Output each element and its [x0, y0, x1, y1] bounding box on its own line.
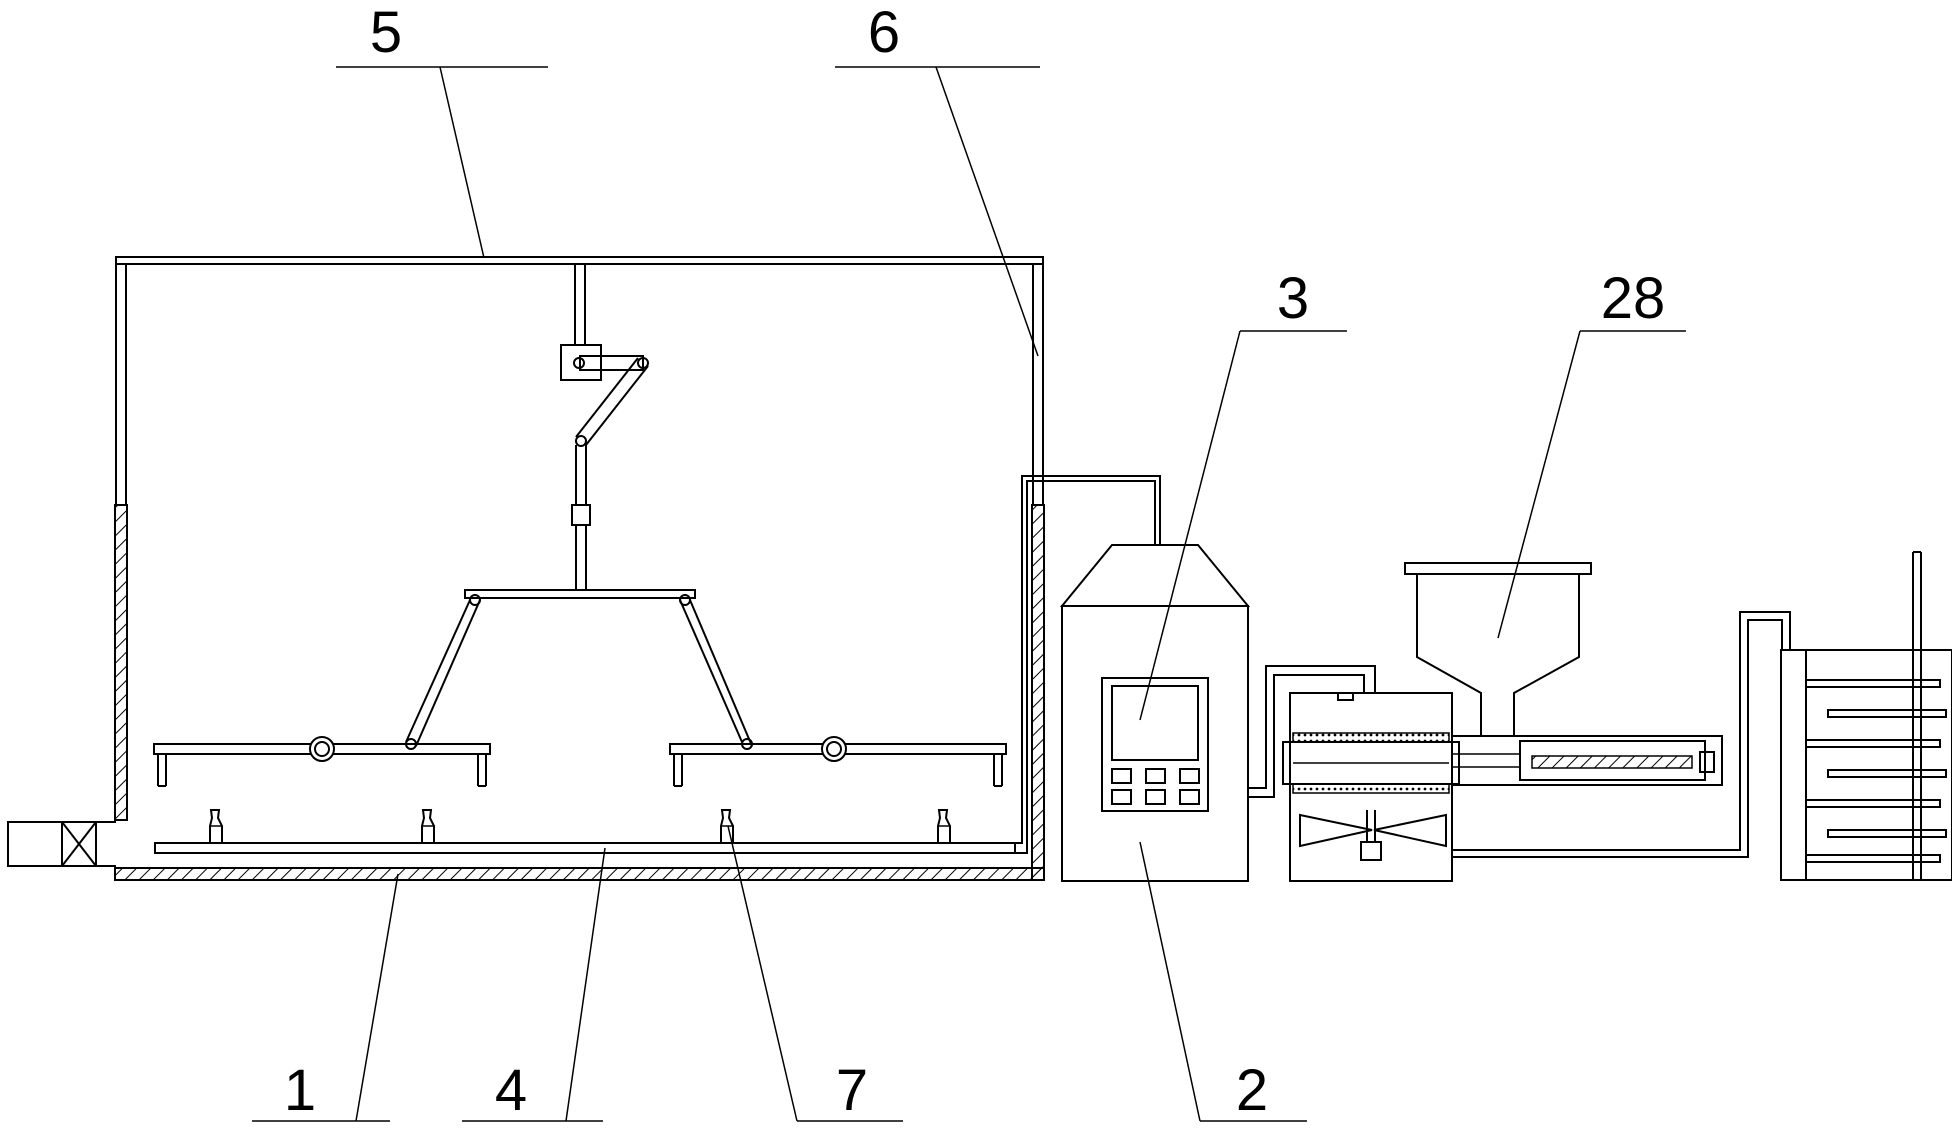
- nozzles: [209, 809, 951, 843]
- screw-shaft: [1531, 755, 1693, 769]
- callout-1: 1: [252, 873, 399, 1123]
- tank-left-wall: [114, 504, 128, 821]
- callout-3: 3: [1139, 266, 1347, 721]
- callout-label: 6: [868, 0, 900, 65]
- callout-label: 28: [1601, 266, 1666, 331]
- callout-2: 2: [1139, 841, 1307, 1123]
- filter-layer-bottom: [1292, 783, 1450, 794]
- callout-label: 3: [1277, 266, 1309, 331]
- callout-label: 2: [1236, 1058, 1268, 1123]
- connecting-pipe: [1248, 665, 1376, 798]
- keypad-button: [1111, 789, 1132, 805]
- left-rack: [153, 736, 491, 787]
- callout-4: 4: [462, 847, 606, 1123]
- keypad-button: [1179, 768, 1200, 784]
- callout-5: 5: [336, 0, 548, 259]
- callout-6: 6: [835, 0, 1040, 357]
- keypad-button: [1145, 789, 1166, 805]
- display-screen: [1111, 685, 1199, 761]
- filter-layer-top: [1292, 732, 1450, 743]
- filter-unit: [1282, 692, 1460, 882]
- lift-mechanism: [405, 264, 753, 750]
- callout-label: 7: [836, 1058, 868, 1123]
- tank-bottom-wall: [114, 867, 1045, 881]
- nozzle-4: [937, 809, 951, 843]
- top-beam: [115, 256, 1044, 265]
- outlet-valve: [7, 821, 116, 867]
- callout-label: 1: [284, 1058, 316, 1123]
- manifold-pipe: [154, 475, 1161, 854]
- tank: [114, 258, 1045, 881]
- screw-conveyor: [1451, 735, 1723, 786]
- right-rack: [669, 736, 1007, 787]
- callout-28: 28: [1497, 266, 1686, 639]
- callout-label: 4: [495, 1058, 527, 1123]
- storage-tank: [1780, 551, 1952, 881]
- keypad-button: [1145, 768, 1166, 784]
- tank-right-wall: [1031, 504, 1045, 881]
- nozzle-1: [209, 809, 223, 843]
- hopper: [1404, 562, 1592, 737]
- control-unit: [1059, 544, 1251, 882]
- callout-label: 5: [370, 0, 402, 65]
- nozzle-3: [720, 809, 734, 843]
- nozzle-2: [421, 809, 435, 843]
- callout-7: 7: [727, 825, 903, 1123]
- return-pipe: [1452, 611, 1791, 858]
- baffle-plates: [1805, 679, 1947, 863]
- keypad-button: [1111, 768, 1132, 784]
- keypad-button: [1179, 789, 1200, 805]
